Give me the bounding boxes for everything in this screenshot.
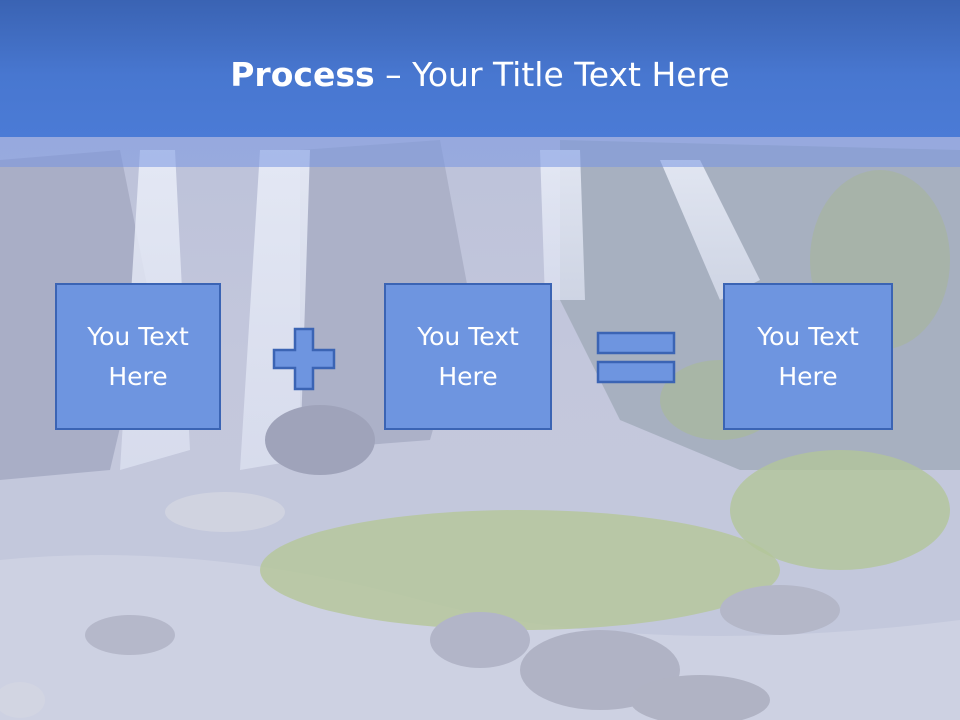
process-box-3-text: You Text Here bbox=[743, 317, 873, 397]
title-banner bbox=[0, 0, 960, 137]
process-box-3-line1: You Text bbox=[757, 321, 859, 351]
process-box-2-line2: Here bbox=[438, 361, 498, 391]
title-separator: – bbox=[374, 55, 413, 94]
plus-icon bbox=[272, 327, 336, 391]
process-box-1-text: You Text Here bbox=[73, 317, 203, 397]
process-box-1-line2: Here bbox=[108, 361, 168, 391]
process-box-2[interactable]: You Text Here bbox=[384, 283, 552, 430]
title-banner-band bbox=[0, 137, 960, 167]
slide-title[interactable]: Process – Your Title Text Here bbox=[0, 52, 960, 98]
title-rest: Your Title Text Here bbox=[412, 55, 730, 94]
process-box-3[interactable]: You Text Here bbox=[723, 283, 893, 430]
process-box-2-text: You Text Here bbox=[403, 317, 533, 397]
title-bold-part: Process bbox=[230, 55, 375, 94]
process-box-2-line1: You Text bbox=[417, 321, 519, 351]
process-box-1[interactable]: You Text Here bbox=[55, 283, 221, 430]
process-box-3-line2: Here bbox=[778, 361, 838, 391]
equals-icon bbox=[596, 331, 676, 384]
process-box-1-line1: You Text bbox=[87, 321, 189, 351]
